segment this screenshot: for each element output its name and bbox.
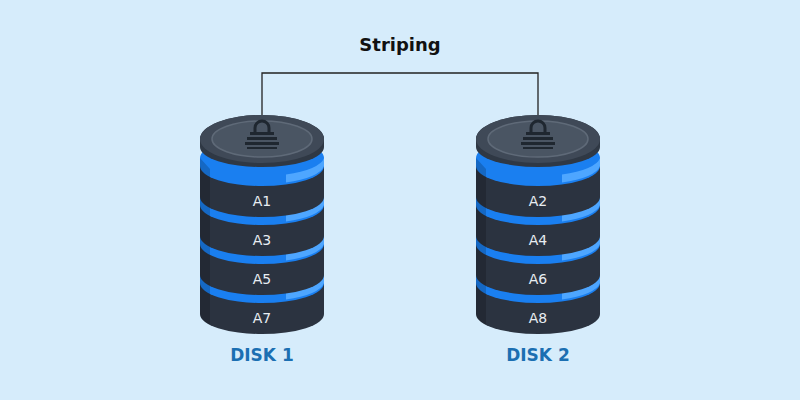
striping-bracket [262,73,538,115]
data-block: A7 [200,305,324,331]
bracket-line [262,73,538,115]
block-label: A3 [200,227,324,253]
disk-cylinder [476,115,600,334]
block-label: A8 [476,305,600,331]
data-block: A6 [476,266,600,292]
disk-stack: DISK 2A2A4A6A8 [476,115,600,375]
data-block: A3 [200,227,324,253]
data-block: A1 [200,188,324,214]
data-block: A5 [200,266,324,292]
data-block: A2 [476,188,600,214]
block-label: A4 [476,227,600,253]
block-label: A7 [200,305,324,331]
data-block: A8 [476,305,600,331]
block-label: A2 [476,188,600,214]
block-label: A1 [200,188,324,214]
diagram-title: Striping [0,33,800,57]
disk-label: DISK 1 [180,343,344,367]
block-label: A6 [476,266,600,292]
disk-cylinder [200,115,324,334]
disk-stack: DISK 1A1A3A5A7 [200,115,324,375]
data-block: A4 [476,227,600,253]
disk-label: DISK 2 [456,343,620,367]
block-label: A5 [200,266,324,292]
